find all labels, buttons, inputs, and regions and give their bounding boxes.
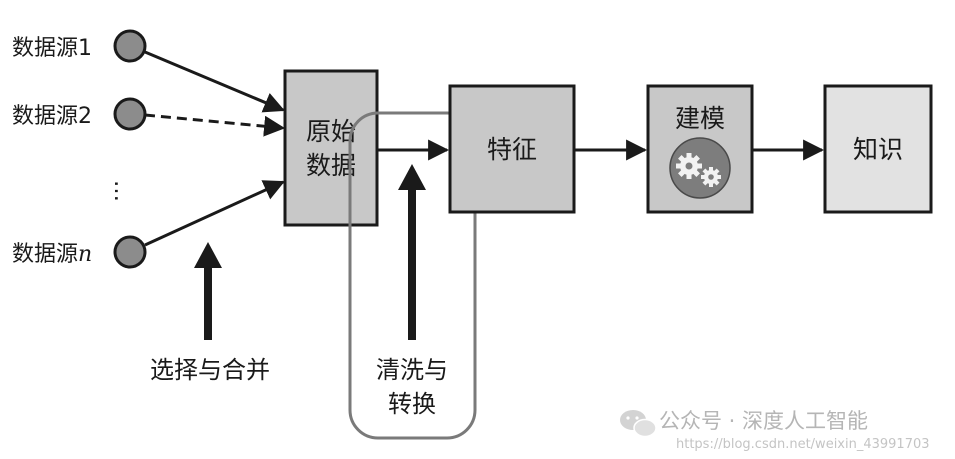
knowledge-box (823, 84, 933, 214)
source-node-2 (113, 97, 147, 131)
source-ellipsis: … (109, 180, 134, 202)
feature-box (448, 84, 576, 214)
raw-data-label-line1: 原始 (306, 117, 356, 146)
raw-data-box (283, 69, 379, 227)
caption-clean-line2: 转换 (388, 390, 436, 418)
source-label-n-text: 数据源 (12, 242, 78, 267)
caption-select-merge: 选择与合并 (150, 356, 270, 384)
modeling-label: 建模 (675, 104, 725, 133)
cleaning-outline (348, 111, 477, 440)
caption-clean-line1: 清洗与 (376, 356, 448, 384)
feature-label: 特征 (487, 135, 537, 164)
source-node-n (113, 235, 147, 269)
wechat-icon (620, 410, 657, 438)
knowledge-label: 知识 (853, 135, 903, 164)
source-label-1: 数据源1 (12, 36, 92, 61)
raw-data-label-line2: 数据 (306, 151, 356, 180)
source-label-n-suffix: n (78, 242, 92, 267)
arrow-clean-transform-head (398, 164, 426, 190)
arrow-select-merge-head (194, 242, 222, 268)
gears-icon (669, 137, 731, 199)
source-node-1 (113, 29, 147, 63)
watermark-text: 公众号 · 深度人工智能 (659, 409, 868, 433)
arrow-source-n (144, 180, 285, 247)
source-label-n: 数据源n (12, 242, 92, 267)
arrow-source-1 (144, 50, 285, 113)
watermark-url: https://blog.csdn.net/weixin_43991703 (676, 437, 930, 452)
source-label-2: 数据源2 (12, 104, 92, 129)
arrow-source-2 (144, 113, 286, 137)
